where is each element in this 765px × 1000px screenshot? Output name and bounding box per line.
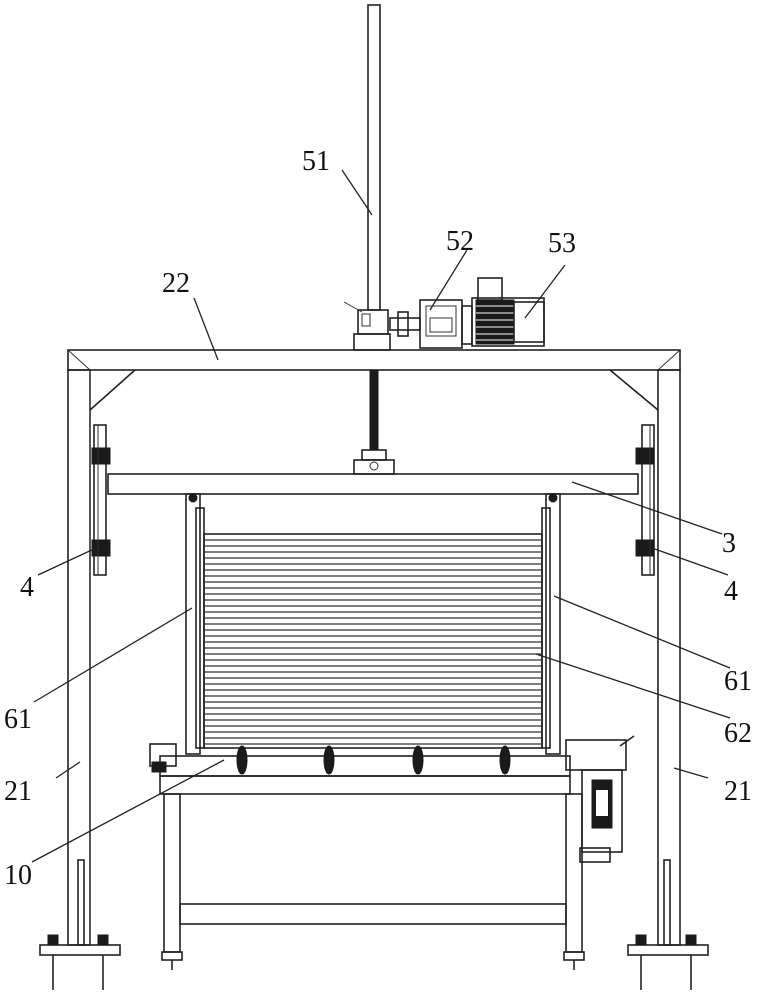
leader-lines xyxy=(31,169,731,863)
label-side-rail-left: 61 xyxy=(4,704,32,735)
corner-braces xyxy=(89,369,659,411)
lift-screw xyxy=(353,369,395,475)
foot-left xyxy=(39,934,121,990)
column-right xyxy=(657,369,681,946)
roller-discs xyxy=(236,745,511,775)
column-left xyxy=(67,369,91,946)
label-column-left: 21 xyxy=(4,776,32,807)
guide-left xyxy=(91,424,111,576)
motor-fins xyxy=(475,299,515,345)
side-rail-right xyxy=(541,493,561,755)
label-guide-right: 4 xyxy=(724,576,738,607)
label-column-right: 21 xyxy=(724,776,752,807)
side-drive-box xyxy=(565,735,635,863)
foot-right xyxy=(627,934,709,990)
slat-curtain xyxy=(203,533,543,749)
label-roller-bar: 10 xyxy=(4,860,32,891)
roller-bar xyxy=(149,743,571,795)
side-rail-left xyxy=(185,493,205,755)
drive-assembly xyxy=(343,277,545,351)
vertical-rod xyxy=(367,4,381,311)
lower-stand xyxy=(161,793,585,970)
top-frame-beam xyxy=(67,349,681,371)
label-side-rail-right: 61 xyxy=(724,666,752,697)
label-lift-beam: 3 xyxy=(722,528,736,559)
label-slats: 62 xyxy=(724,718,752,749)
label-motor: 53 xyxy=(548,228,576,259)
label-rod: 51 xyxy=(302,146,330,177)
part-labels: 51 52 53 22 3 4 4 61 61 62 21 21 10 xyxy=(4,146,752,891)
label-guide-left: 4 xyxy=(20,572,34,603)
lift-crossbeam xyxy=(107,473,639,495)
label-top-beam: 22 xyxy=(162,268,190,299)
label-gearbox: 52 xyxy=(446,226,474,257)
guide-right xyxy=(635,424,655,576)
